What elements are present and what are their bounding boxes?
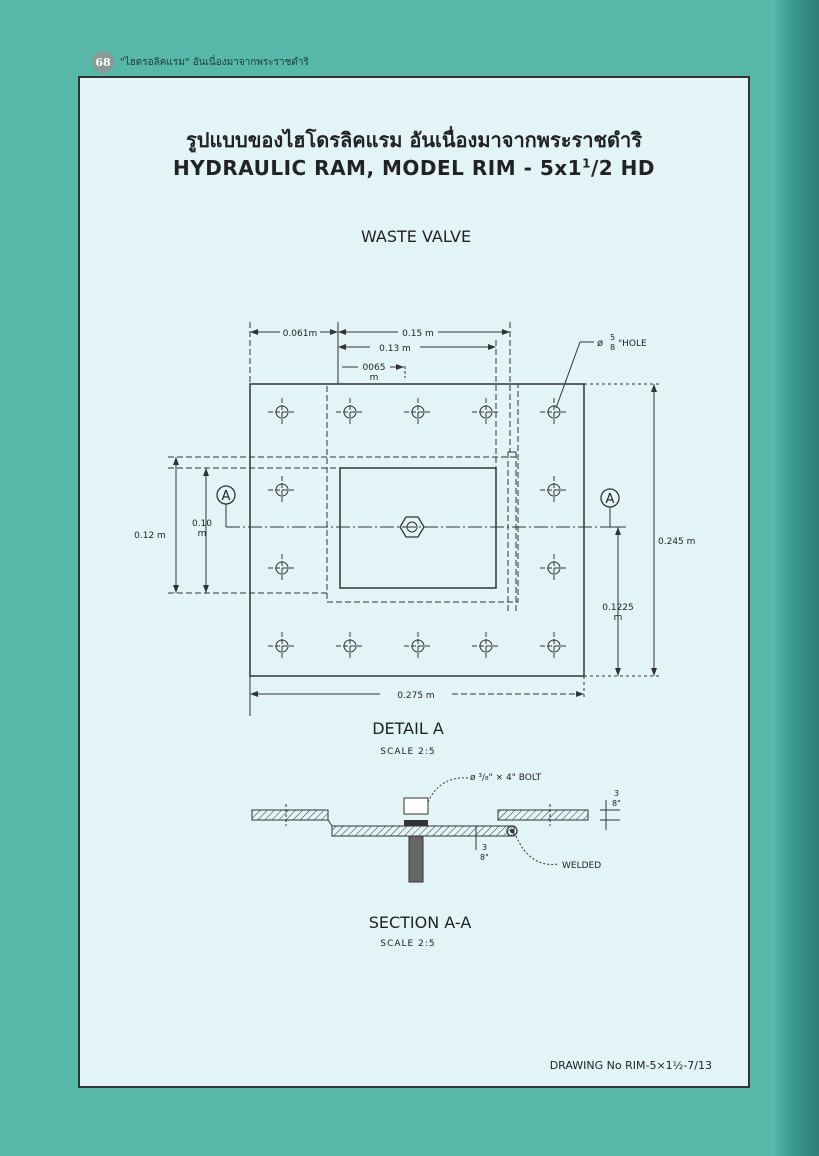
bolt-label: ø ³/₈" × 4" BOLT [470, 773, 542, 783]
thk-top-num: 3 [614, 789, 619, 798]
dim-0065-unit: m [370, 373, 379, 383]
technical-drawing: A A [134, 227, 695, 949]
detail-scale: SCALE 2:5 [380, 747, 435, 757]
dim-013: 0.13 m [379, 344, 411, 354]
title-english-prefix: HYDRAULIC RAM, MODEL RIM - 5x1 [173, 156, 583, 180]
bolt-hole [540, 398, 568, 426]
detail-title: DETAIL A [372, 719, 444, 738]
section-view [251, 777, 620, 883]
running-title: "ไฮดรอลิคแรม" อันเนื่องมาจากพระราชดำริ [120, 56, 309, 68]
title-english-sup: 1 [582, 156, 591, 171]
bolt-hole [540, 554, 568, 582]
bolt-hole [336, 632, 364, 660]
dim-0275: 0.275 m [397, 691, 434, 701]
thk-bot-den: 8" [480, 853, 489, 862]
title-english-suffix: /2 HD [590, 156, 655, 180]
bolt-hole [540, 476, 568, 504]
bolt-hole [540, 632, 568, 660]
dim-0245: 0.245 m [658, 537, 695, 547]
bolt-hole [268, 398, 296, 426]
page-number: 68 [92, 51, 114, 73]
thk-top-den: 8" [612, 799, 621, 808]
welded-label: WELDED [562, 861, 601, 871]
section-title: SECTION A-A [369, 913, 472, 932]
bolt-hole [472, 632, 500, 660]
bolt-hole [268, 554, 296, 582]
hole-label: "HOLE [618, 339, 647, 349]
bolt-hole [336, 398, 364, 426]
thk-bot-num: 3 [482, 843, 487, 852]
dim-01225-unit: m [614, 613, 623, 623]
page-edge [771, 0, 819, 1156]
dim-0065: 0065 [363, 363, 386, 373]
title-english: HYDRAULIC RAM, MODEL RIM - 5x11/2 HD [80, 156, 748, 180]
svg-text:A: A [222, 489, 231, 504]
dim-0061: 0.061m [283, 329, 318, 339]
drawing-sheet: รูปแบบของไฮโดรลิคแรม อันเนื่องมาจากพระรา… [78, 76, 750, 1088]
bolt-hole [472, 398, 500, 426]
drawing-number: DRAWING No RIM-5×1½-7/13 [549, 1059, 712, 1072]
bolt-hole [268, 476, 296, 504]
title-thai: รูปแบบของไฮโดรลิคแรม อันเนื่องมาจากพระรา… [186, 128, 642, 152]
dim-012: 0.12 m [134, 531, 166, 541]
bolt-hole [404, 398, 432, 426]
dim-015: 0.15 m [402, 329, 434, 339]
dim-010: 0.10 [192, 519, 212, 529]
hole-fraction-num: 5 [610, 333, 615, 342]
dim-010-unit: m [198, 529, 207, 539]
drawing-heading: WASTE VALVE [361, 227, 471, 246]
page-header: 68 "ไฮดรอลิคแรม" อันเนื่องมาจากพระราชดำร… [92, 50, 309, 74]
section-scale: SCALE 2:5 [380, 939, 435, 949]
hole-fraction-den: 8 [610, 343, 615, 352]
dim-01225: 0.1225 [602, 603, 634, 613]
bolt-hole [404, 632, 432, 660]
svg-text:A: A [606, 492, 615, 507]
hole-diameter-symbol: ø [597, 338, 603, 349]
bolt-hole [268, 632, 296, 660]
hex-bolt-icon [399, 516, 425, 538]
section-marker-left: A [216, 485, 236, 505]
section-marker-right: A [600, 488, 620, 508]
